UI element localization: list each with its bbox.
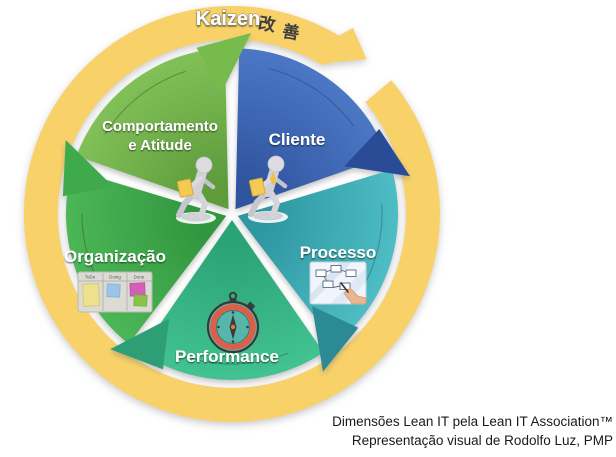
caption: Dimensões Lean IT pela Lean IT Associati… — [332, 412, 613, 450]
segment-processo-arrowhead — [312, 306, 359, 372]
segment-cliente-label: Cliente — [269, 130, 326, 149]
customer-person-icon — [248, 156, 288, 223]
segment-performance-arrowhead — [110, 318, 170, 370]
segment-comportamento — [76, 48, 229, 210]
segment-organizacao-label: Organização — [64, 247, 166, 266]
segment-organizacao-arrowhead — [62, 140, 114, 197]
kanban-col-todo: ToDo — [85, 275, 96, 280]
segment-cliente-arrowhead — [344, 129, 410, 177]
kanban-col-done: Done — [134, 275, 145, 280]
swoosh-performance — [185, 352, 289, 365]
caption-line2: Representação visual de Rodolfo Luz, PMP — [351, 433, 613, 448]
segment-comportamento-label-line2: e Atitude — [128, 137, 192, 154]
kaizen-kanji-2: 善 — [281, 21, 301, 44]
kanban-board-icon: ToDo Doing Done — [77, 271, 153, 313]
swoosh-cliente — [268, 67, 354, 127]
kaizen-label: Kaizen — [196, 8, 260, 30]
tie-shape — [270, 172, 276, 186]
segment-comportamento-label-line1: Comportamento — [102, 118, 218, 135]
kaizen-kanji-1: 改 — [257, 13, 278, 37]
caption-line1: Dimensões Lean IT pela Lean IT Associati… — [332, 414, 613, 429]
stopwatch-compass-icon — [206, 291, 260, 354]
kanban-col-doing: Doing — [109, 275, 121, 280]
segment-processo-label: Processo — [300, 243, 377, 262]
swoosh-comportamento — [104, 70, 186, 135]
segment-comportamento-arrowhead — [196, 33, 251, 93]
flowchart-icon — [309, 261, 367, 305]
segment-performance-label: Performance — [175, 347, 279, 366]
